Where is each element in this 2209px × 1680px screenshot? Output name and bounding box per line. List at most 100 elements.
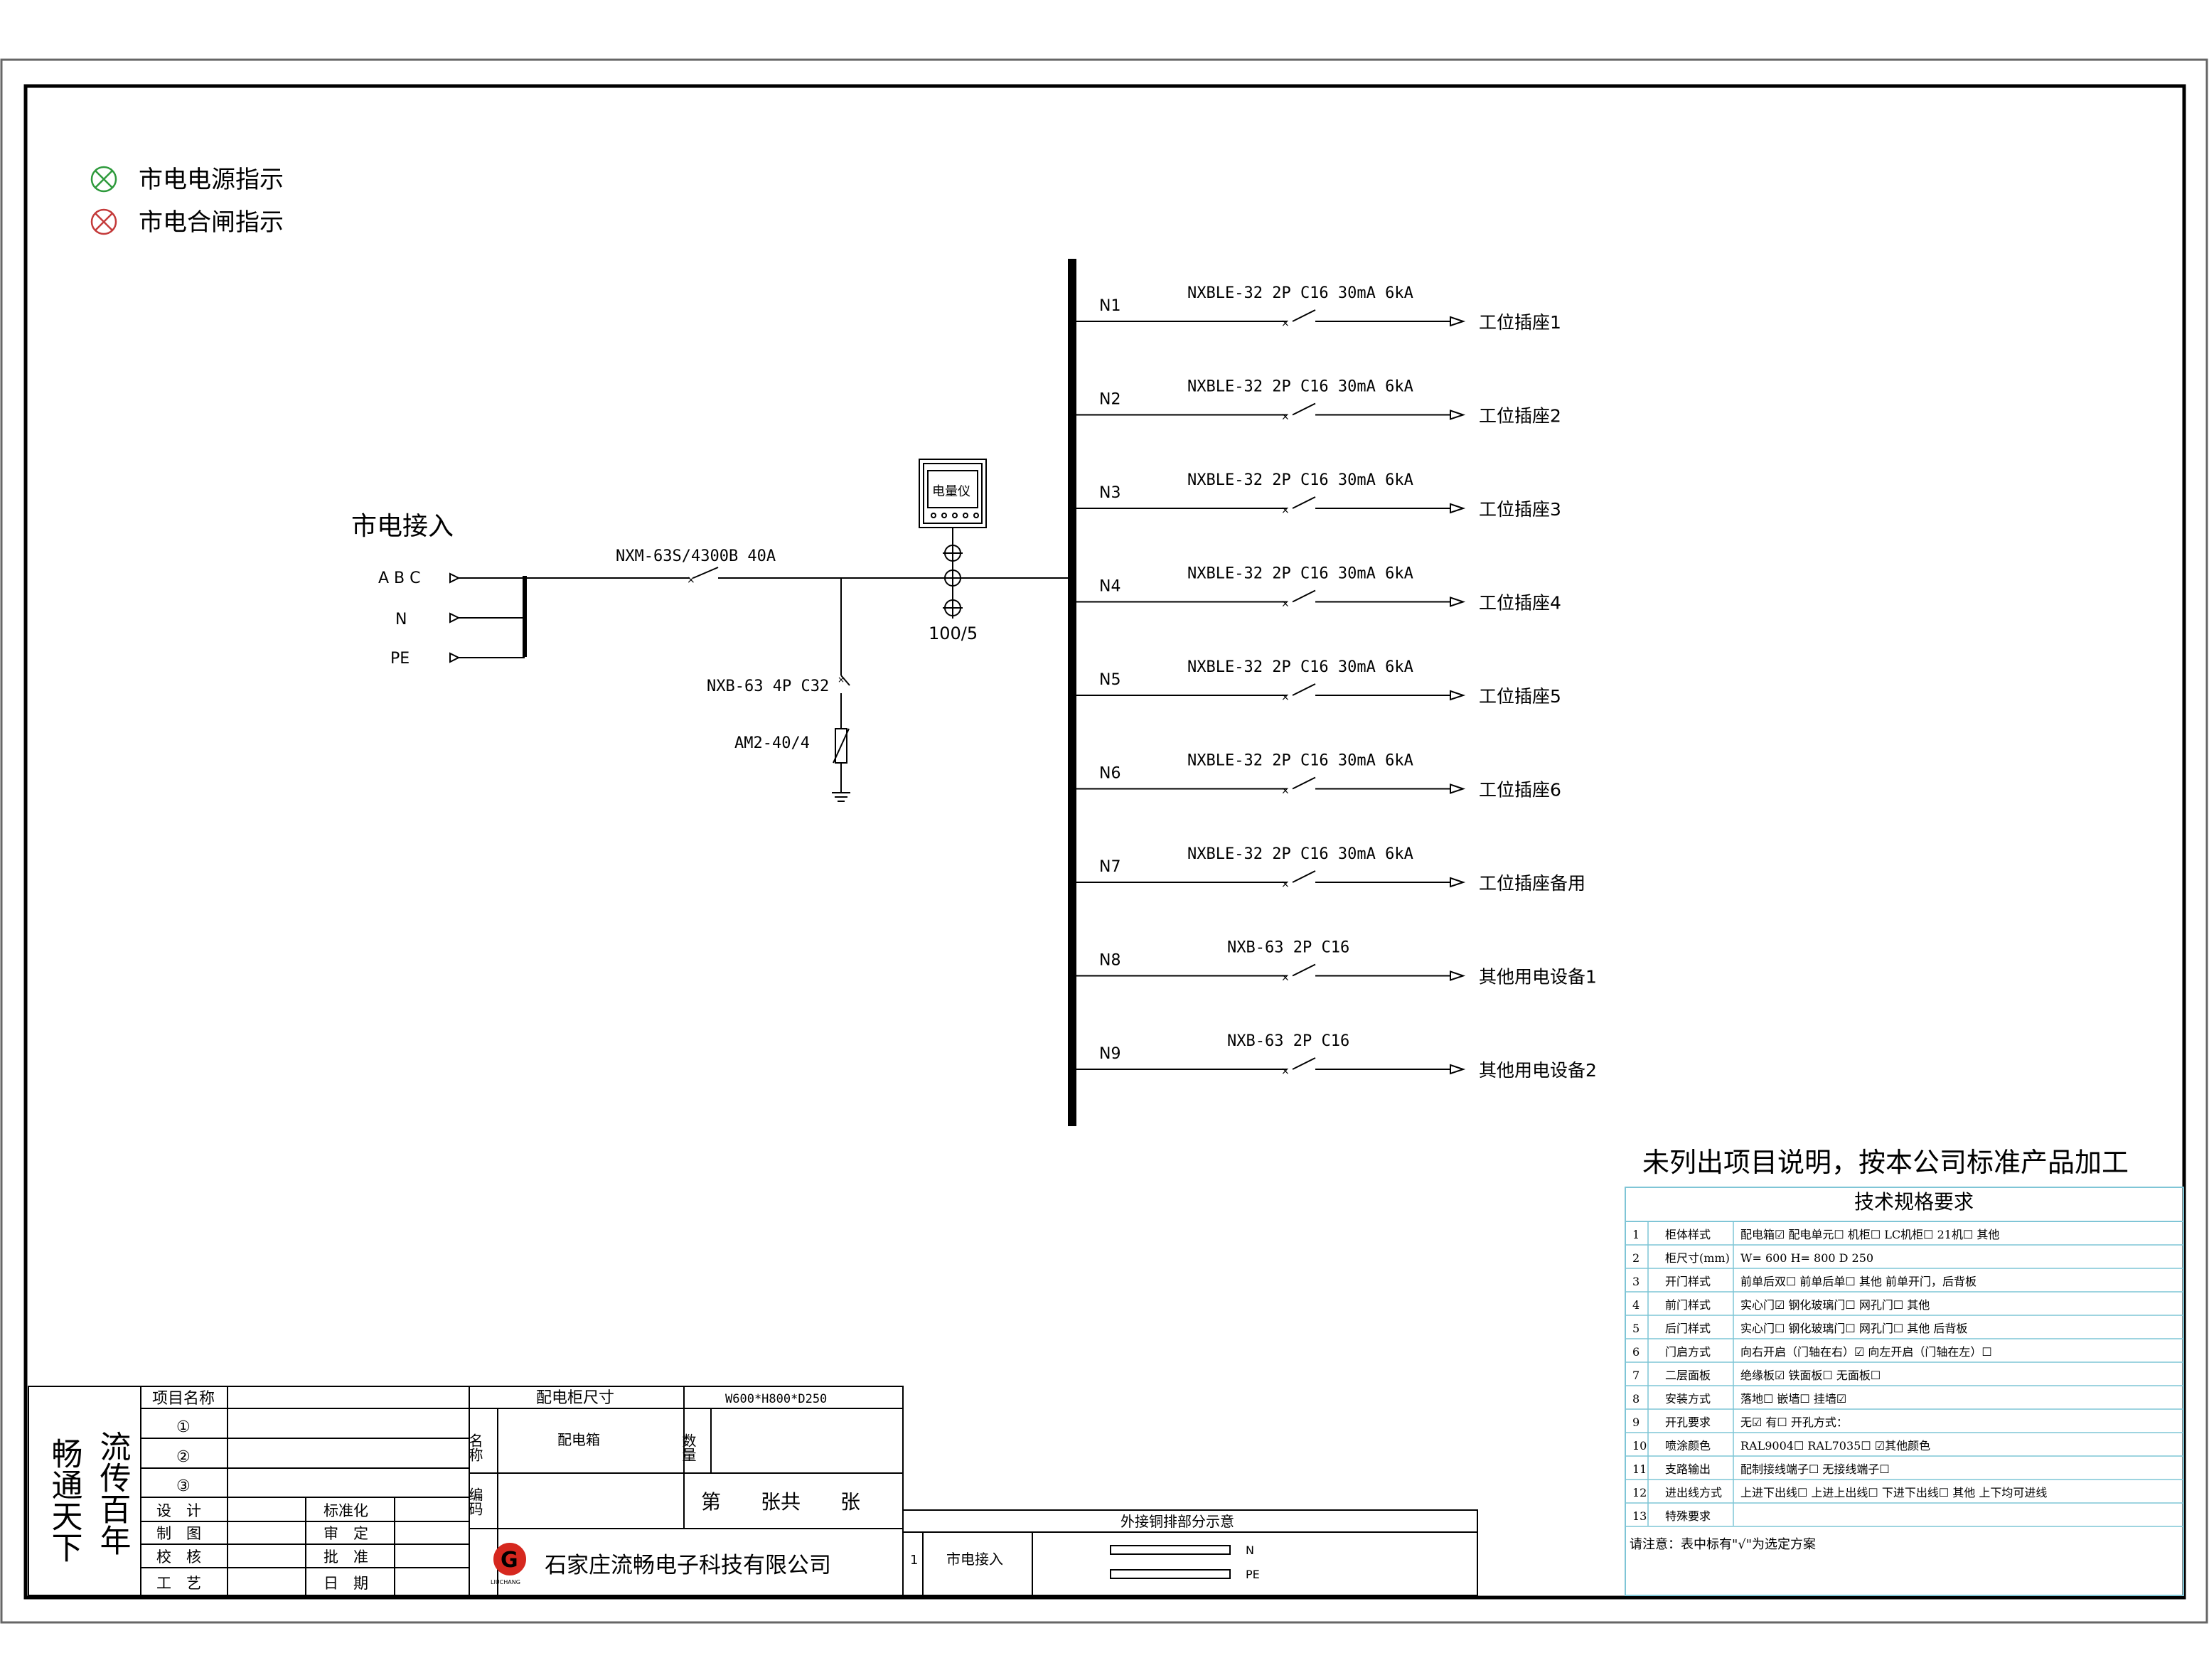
- breaker-cross: ×: [1281, 318, 1290, 329]
- spec-row-item: 二层面板: [1665, 1369, 1711, 1382]
- output-arrow-icon: [1450, 596, 1466, 607]
- spec-row-content: 绝缘板☑ 铁面板☐ 无面板☐: [1740, 1369, 1881, 1382]
- circuit-breaker-label: NXBLE-32 2P C16 30mA 6kA: [1187, 752, 1413, 770]
- spec-row-content: 上进下出线☐ 上进上出线☐ 下进下出线☐ 其他 上下均可进线: [1740, 1486, 2047, 1499]
- copper-bar-n: [1110, 1545, 1231, 1555]
- meter-label: 电量仪: [932, 484, 970, 499]
- spec-row-no: 4: [1632, 1298, 1640, 1312]
- circuit-load-label: 工位插座备用: [1479, 873, 1585, 894]
- spec-table-title: 技术规格要求: [1854, 1190, 1974, 1214]
- circuit-id: N8: [1099, 952, 1120, 970]
- circuit-id: N2: [1099, 391, 1120, 409]
- circuit-load-label: 工位插座2: [1479, 406, 1561, 427]
- slogan-line: 流传百年: [95, 1430, 132, 1556]
- spec-row-item: 前门样式: [1665, 1298, 1711, 1312]
- spec-row-item: 进出线方式: [1665, 1486, 1722, 1499]
- spec-row-content: 配电箱☑ 配电单元☐ 机柜☐ LC机柜☐ 21机☐ 其他: [1740, 1228, 1999, 1241]
- spec-row-content: 前单后双☐ 前单后单☐ 其他 前单开门，后背板: [1740, 1275, 1977, 1288]
- circuit-id: N9: [1099, 1045, 1120, 1063]
- breaker-contact: [1292, 963, 1316, 977]
- circuit-load-label: 工位插座6: [1479, 780, 1561, 801]
- copper-bar-label-n: N: [1246, 1543, 1254, 1557]
- copper-bar-section: 外接铜排部分示意 1 市电接入 N PE: [902, 1509, 1478, 1596]
- spec-row: 7 二层面板 绝缘板☑ 铁面板☐ 无面板☐: [1632, 1369, 1881, 1382]
- circuit-breaker-label: NXBLE-32 2P C16 30mA 6kA: [1187, 845, 1413, 863]
- legend-item-closing: 市电合闸指示: [90, 208, 284, 237]
- circuit-id: N6: [1099, 765, 1120, 783]
- size-label: 配电柜尺寸: [536, 1389, 614, 1407]
- spec-row-no: 10: [1632, 1439, 1647, 1452]
- copper-bar-title: 外接铜排部分示意: [1120, 1513, 1234, 1530]
- circuit-breaker-label: NXB-63 2P C16: [1227, 939, 1349, 957]
- phase-label-pe: PE: [390, 650, 410, 668]
- spec-row-no: 7: [1632, 1369, 1640, 1382]
- circuit-breaker-label: NXBLE-32 2P C16 30mA 6kA: [1187, 378, 1413, 396]
- spec-row-no: 9: [1632, 1416, 1640, 1429]
- breaker-contact: [1292, 402, 1316, 416]
- spec-row-item: 后门样式: [1665, 1322, 1711, 1335]
- terminal-arrow: [449, 572, 461, 584]
- item-3: ③: [176, 1477, 191, 1495]
- circuit-load-label: 工位插座1: [1479, 312, 1561, 333]
- role-draw: 制 图: [156, 1525, 201, 1542]
- copper-bar-no: 1: [910, 1553, 918, 1568]
- circuit-id: N4: [1099, 578, 1120, 596]
- phase-label-n: N: [395, 611, 407, 628]
- spec-row-content: 实心门☐ 钢化玻璃门☐ 网孔门☐ 其他 后背板: [1740, 1322, 1967, 1335]
- legend-item-power: 市电电源指示: [90, 166, 284, 194]
- breaker-cross: ×: [1281, 973, 1290, 984]
- breaker-contact: [1292, 683, 1316, 696]
- copper-bar-pe: [1110, 1569, 1231, 1579]
- spec-row-item: 支路输出: [1665, 1462, 1711, 1476]
- spec-row-item: 开门样式: [1665, 1275, 1711, 1288]
- terminal-arrow: [449, 612, 461, 624]
- circuit-load-label: 其他用电设备2: [1479, 1060, 1597, 1081]
- circuit-load-label: 工位插座4: [1479, 593, 1561, 614]
- copper-bar-label-pe: PE: [1246, 1568, 1260, 1581]
- spec-row-content: RAL9004☐ RAL7035☐ ☑其他颜色: [1740, 1439, 1930, 1452]
- spec-row-item: 柜体样式: [1665, 1228, 1711, 1241]
- code-label: 编码: [466, 1487, 483, 1516]
- outer-frame: [0, 58, 2208, 1624]
- slogan-line: 畅通天下: [46, 1438, 82, 1563]
- breaker-contact: [1292, 870, 1316, 883]
- spec-row-no: 3: [1632, 1275, 1640, 1288]
- circuit-id: N5: [1099, 671, 1120, 689]
- breaker-contact: [1292, 776, 1316, 790]
- breaker-cross: ×: [1281, 505, 1290, 516]
- output-arrow-icon: [1450, 316, 1466, 327]
- note-text: 未列出项目说明，按本公司标准产品加工: [1642, 1147, 2129, 1178]
- circuit-load-label: 工位插座5: [1479, 686, 1561, 707]
- role-approve: 批 准: [323, 1548, 368, 1566]
- output-arrow-icon: [1450, 410, 1466, 420]
- copper-bar-name: 市电接入: [946, 1551, 1003, 1568]
- spec-footnote: 请注意：表中标有"√"为选定方案: [1630, 1537, 1816, 1552]
- circuit-load-label: 工位插座3: [1479, 499, 1561, 520]
- circuit-breaker-label: NXB-63 2P C16: [1227, 1032, 1349, 1050]
- title-block: 流传百年 畅通天下 项目名称 ① ② ③ 设 计 制 图 校 核 工 艺 标准化…: [28, 1386, 904, 1596]
- breaker-contact: [1292, 496, 1316, 509]
- spec-row-item: 安装方式: [1665, 1392, 1711, 1406]
- output-arrow-icon: [1450, 503, 1466, 514]
- company-name: 石家庄流畅电子科技有限公司: [545, 1553, 831, 1578]
- breaker-cross: ×: [1281, 412, 1290, 423]
- breaker-cross: ×: [1281, 1066, 1290, 1077]
- spec-row-content: 配制接线端子☐ 无接线端子☐: [1740, 1462, 1890, 1476]
- spd-label: AM2-40/4: [734, 734, 810, 752]
- spec-row-content: 实心门☑ 钢化玻璃门☐ 网孔门☐ 其他: [1740, 1298, 1930, 1312]
